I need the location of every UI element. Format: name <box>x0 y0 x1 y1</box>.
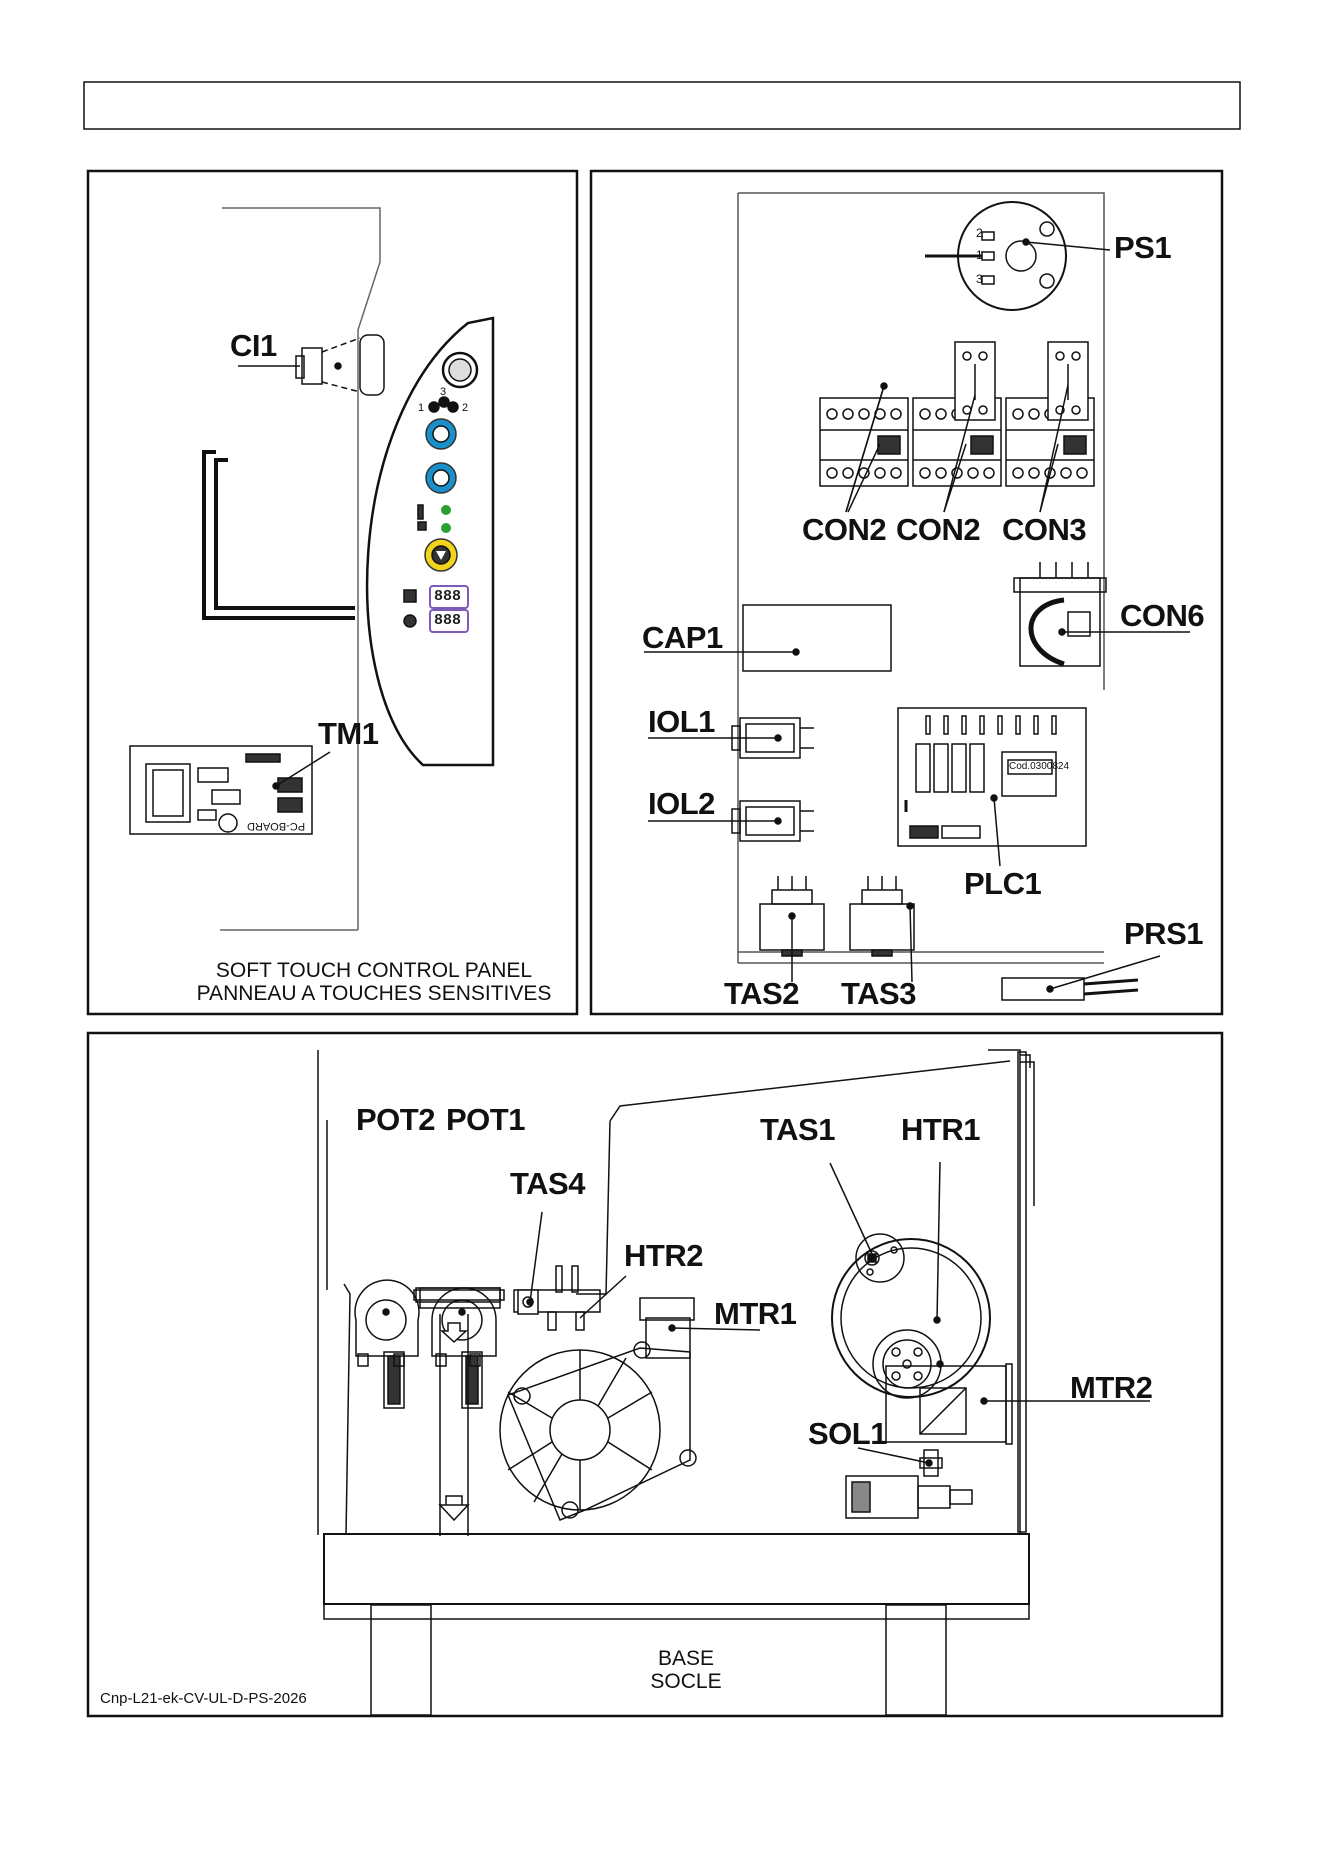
reference-code: Cnp-L21-ek-CV-UL-D-PS-2026 <box>100 1690 307 1707</box>
con2-contactor-a <box>820 383 908 486</box>
label-ci1: CI1 <box>230 330 277 361</box>
selector-number-1: 1 <box>418 402 424 414</box>
label-pot1: POT1 <box>446 1104 525 1135</box>
selector-number-3: 3 <box>440 386 446 398</box>
sol1-valve <box>846 1448 972 1518</box>
label-prs1: PRS1 <box>1124 918 1203 949</box>
pot2-pump <box>355 1280 419 1408</box>
label-con3: CON3 <box>1002 514 1086 545</box>
label-ps1: PS1 <box>1114 232 1171 263</box>
htr1-heater <box>832 1162 990 1398</box>
base-frame <box>88 1033 1222 1716</box>
label-iol2: IOL2 <box>648 788 715 819</box>
label-con2-a: CON2 <box>802 514 886 545</box>
label-iol1: IOL1 <box>648 706 715 737</box>
label-mtr2: MTR2 <box>1070 1372 1152 1403</box>
led-2 <box>441 523 451 533</box>
label-mtr1: MTR1 <box>714 1298 796 1329</box>
cap1-capacitor <box>743 605 891 671</box>
switch-number-1: 1 <box>976 248 983 262</box>
control-panel-caption-1: SOFT TOUCH CONTROL PANEL <box>196 960 552 982</box>
mtr1-motor <box>500 1298 760 1520</box>
display-2-digits: 888 <box>434 612 461 629</box>
label-tas2: TAS2 <box>724 978 799 1009</box>
base-caption-1: BASE <box>620 1648 752 1670</box>
control-panel-caption-2: PANNEAU A TOUCHES SENSITIVES <box>196 983 552 1005</box>
base-drawing <box>318 1050 1150 1715</box>
label-htr2: HTR2 <box>624 1240 703 1271</box>
led-1 <box>441 505 451 515</box>
label-plc1: PLC1 <box>964 868 1041 899</box>
pot1-pump <box>432 1288 496 1408</box>
pc-board-text: PC-BOARD <box>247 820 305 832</box>
tas3-thermostat <box>850 876 914 982</box>
display-1-digits: 888 <box>434 588 461 605</box>
label-htr1: HTR1 <box>901 1114 980 1145</box>
selector-number-2: 2 <box>462 402 468 414</box>
label-tas4: TAS4 <box>510 1168 585 1199</box>
label-tas1: TAS1 <box>760 1114 835 1145</box>
label-con2-b: CON2 <box>896 514 980 545</box>
panel-body <box>367 318 493 765</box>
control-panel-drawing <box>130 208 493 930</box>
label-pot2: POT2 <box>356 1104 435 1135</box>
label-tas3: TAS3 <box>841 978 916 1009</box>
label-sol1: SOL1 <box>808 1418 887 1449</box>
plc1-board <box>898 708 1086 866</box>
label-cap1: CAP1 <box>642 622 723 653</box>
selector-dot-1 <box>429 402 439 412</box>
switch-number-3: 3 <box>976 272 983 286</box>
base-caption-2: SOCLE <box>620 1671 752 1693</box>
label-tm1: TM1 <box>318 718 379 749</box>
plc-code: Cod.0300824 <box>1009 761 1069 772</box>
electrical-box-drawing <box>644 193 1190 1000</box>
selector-dot-2 <box>448 402 458 412</box>
control-panel-frame <box>88 171 577 1014</box>
header-box <box>84 82 1240 129</box>
tas2-thermostat <box>760 876 824 982</box>
switch-number-2: 2 <box>976 226 983 240</box>
electrical-box-frame <box>591 171 1222 1014</box>
label-con6: CON6 <box>1120 600 1204 631</box>
